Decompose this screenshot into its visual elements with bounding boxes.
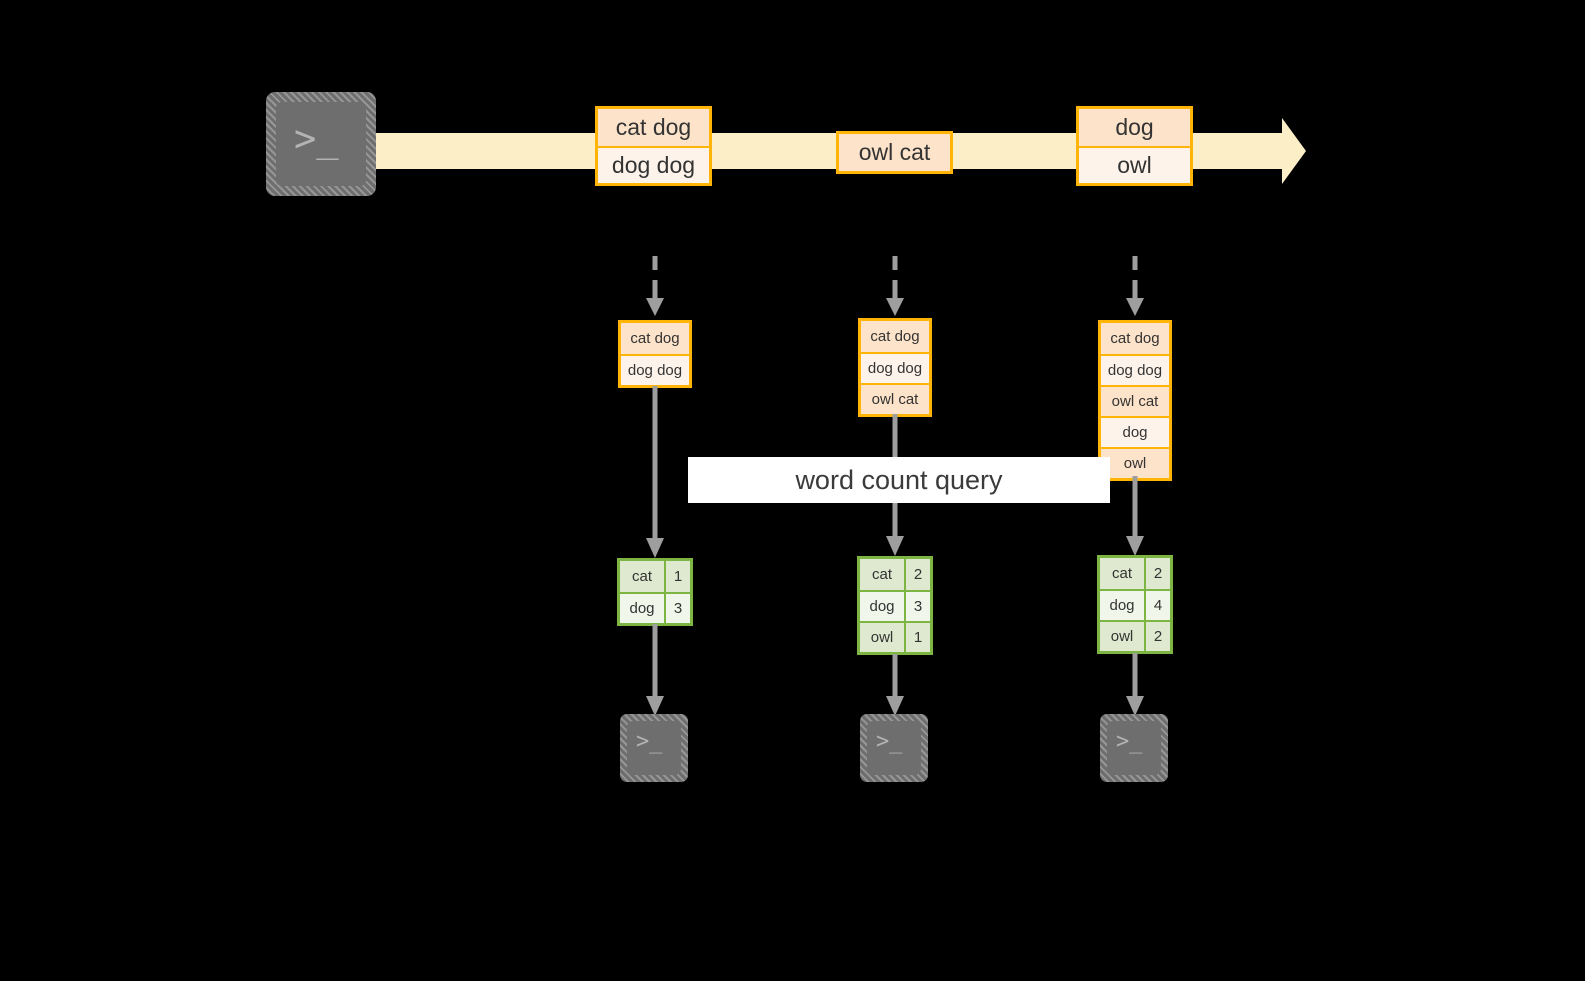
result-count: 1 bbox=[664, 561, 690, 592]
result-row: owl 2 bbox=[1100, 620, 1170, 651]
terminal-prompt-glyph: >_ bbox=[876, 729, 903, 754]
snapshot-3-result-table: cat 2 dog 4 owl 2 bbox=[1097, 555, 1173, 654]
result-count: 2 bbox=[1144, 558, 1170, 589]
input-row: cat dog bbox=[861, 321, 929, 352]
result-count: 4 bbox=[1144, 591, 1170, 620]
input-row: owl bbox=[1101, 447, 1169, 478]
snapshot-3-sink-terminal-icon: >_ bbox=[1100, 714, 1168, 782]
snapshot-1-result-table: cat 1 dog 3 bbox=[617, 558, 693, 626]
snapshot-2-input-table: cat dog dog dog owl cat bbox=[858, 318, 932, 417]
input-row: owl cat bbox=[861, 383, 929, 414]
result-row: cat 1 bbox=[620, 561, 690, 592]
snapshot-1-sink-terminal-icon: >_ bbox=[620, 714, 688, 782]
connector-result-1-to-sink-1 bbox=[644, 624, 666, 716]
result-row: dog 3 bbox=[860, 590, 930, 621]
snapshot-1-input-table: cat dog dog dog bbox=[618, 320, 692, 388]
terminal-screen bbox=[276, 102, 366, 186]
snapshot-2-sink-terminal-icon: >_ bbox=[860, 714, 928, 782]
result-word: cat bbox=[620, 561, 664, 592]
connector-table-3-to-result-3 bbox=[1124, 476, 1146, 556]
stream-line: dog dog bbox=[598, 146, 709, 183]
result-count: 3 bbox=[664, 594, 690, 623]
connector-stream-to-table-2 bbox=[884, 256, 906, 316]
result-count: 2 bbox=[1144, 622, 1170, 651]
stream-line: cat dog bbox=[598, 109, 709, 146]
snapshot-2-result-table: cat 2 dog 3 owl 1 bbox=[857, 556, 933, 655]
terminal-screen bbox=[1107, 721, 1161, 775]
stream-group-3: dog owl bbox=[1076, 106, 1193, 186]
stream-group-2: owl cat bbox=[836, 131, 953, 174]
result-row: cat 2 bbox=[860, 559, 930, 590]
stream-line: owl cat bbox=[839, 134, 950, 171]
input-row: dog dog bbox=[861, 352, 929, 383]
result-word: owl bbox=[1100, 622, 1144, 651]
stream-group-1: cat dog dog dog bbox=[595, 106, 712, 186]
input-row: dog bbox=[1101, 416, 1169, 447]
query-label-banner: word count query bbox=[688, 457, 1110, 503]
terminal-prompt-glyph: >_ bbox=[294, 117, 339, 160]
stream-arrow-head bbox=[1258, 118, 1306, 184]
result-row: cat 2 bbox=[1100, 558, 1170, 589]
result-row: owl 1 bbox=[860, 621, 930, 652]
snapshot-3-input-table: cat dog dog dog owl cat dog owl bbox=[1098, 320, 1172, 481]
connector-table-1-to-result-1 bbox=[644, 386, 666, 558]
result-word: cat bbox=[860, 559, 904, 590]
result-count: 2 bbox=[904, 559, 930, 590]
connector-stream-to-table-1 bbox=[644, 256, 666, 316]
result-count: 1 bbox=[904, 623, 930, 652]
source-terminal-icon: >_ bbox=[266, 92, 376, 196]
connector-stream-to-table-3 bbox=[1124, 256, 1146, 316]
query-label-text: word count query bbox=[795, 464, 1003, 495]
connector-result-3-to-sink-3 bbox=[1124, 653, 1146, 716]
result-word: dog bbox=[860, 592, 904, 621]
terminal-screen bbox=[867, 721, 921, 775]
input-row: cat dog bbox=[621, 323, 689, 354]
terminal-screen bbox=[627, 721, 681, 775]
result-row: dog 4 bbox=[1100, 589, 1170, 620]
terminal-prompt-glyph: >_ bbox=[1116, 729, 1143, 754]
input-row: owl cat bbox=[1101, 385, 1169, 416]
result-count: 3 bbox=[904, 592, 930, 621]
result-row: dog 3 bbox=[620, 592, 690, 623]
terminal-prompt-glyph: >_ bbox=[636, 729, 663, 754]
input-row: cat dog bbox=[1101, 323, 1169, 354]
result-word: dog bbox=[1100, 591, 1144, 620]
input-row: dog dog bbox=[621, 354, 689, 385]
result-word: cat bbox=[1100, 558, 1144, 589]
input-row: dog dog bbox=[1101, 354, 1169, 385]
stream-line: dog bbox=[1079, 109, 1190, 146]
stream-line: owl bbox=[1079, 146, 1190, 183]
result-word: dog bbox=[620, 594, 664, 623]
connector-result-2-to-sink-2 bbox=[884, 654, 906, 716]
result-word: owl bbox=[860, 623, 904, 652]
